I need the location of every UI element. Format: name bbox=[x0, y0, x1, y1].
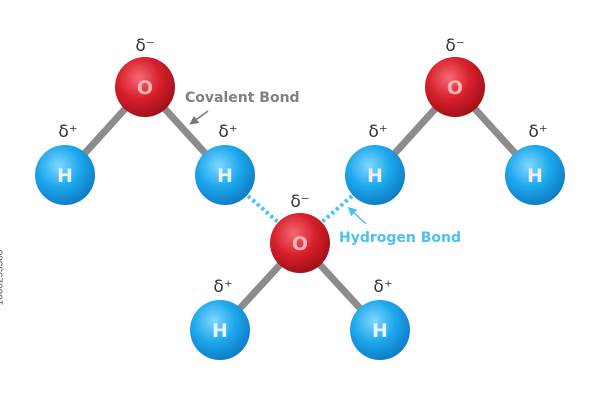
hydrogen-atom bbox=[345, 145, 405, 205]
hydrogen-symbol: H bbox=[212, 320, 228, 342]
hydrogen-atom bbox=[35, 145, 95, 205]
oxygen-symbol: O bbox=[447, 77, 463, 99]
partial-negative-charge: δ⁻ bbox=[445, 36, 464, 56]
covalent-bond-label: Covalent Bond bbox=[185, 90, 300, 106]
hydrogen-arrow bbox=[347, 206, 367, 225]
hydrogen-symbol: H bbox=[217, 165, 233, 187]
oxygen-atom bbox=[115, 57, 175, 117]
hydrogen-symbol: H bbox=[367, 165, 383, 187]
oxygen-atom bbox=[425, 57, 485, 117]
hydrogen-bond bbox=[320, 194, 354, 224]
oxygen-atom bbox=[270, 213, 330, 273]
partial-positive-charge: δ⁺ bbox=[373, 277, 392, 297]
hydrogen-atom bbox=[350, 300, 410, 360]
covalent-arrow bbox=[189, 110, 209, 125]
partial-positive-charge: δ⁺ bbox=[58, 122, 77, 142]
watermark-id: 1060295568 bbox=[0, 249, 6, 306]
hydrogen-bond-label: Hydrogen Bond bbox=[339, 230, 461, 246]
hydrogen-bond bbox=[246, 194, 280, 224]
hydrogen-atom bbox=[505, 145, 565, 205]
oxygen-symbol: O bbox=[137, 77, 153, 99]
partial-positive-charge: δ⁺ bbox=[213, 277, 232, 297]
partial-negative-charge: δ⁻ bbox=[135, 36, 154, 56]
hydrogen-atom bbox=[195, 145, 255, 205]
partial-negative-charge: δ⁻ bbox=[290, 192, 309, 212]
hydrogen-symbol: H bbox=[527, 165, 543, 187]
partial-positive-charge: δ⁺ bbox=[368, 122, 387, 142]
hydrogen-symbol: H bbox=[57, 165, 73, 187]
oxygen-symbol: O bbox=[292, 233, 308, 255]
hydrogen-symbol: H bbox=[372, 320, 388, 342]
hydrogen-atom bbox=[190, 300, 250, 360]
partial-positive-charge: δ⁺ bbox=[218, 122, 237, 142]
partial-positive-charge: δ⁺ bbox=[528, 122, 547, 142]
